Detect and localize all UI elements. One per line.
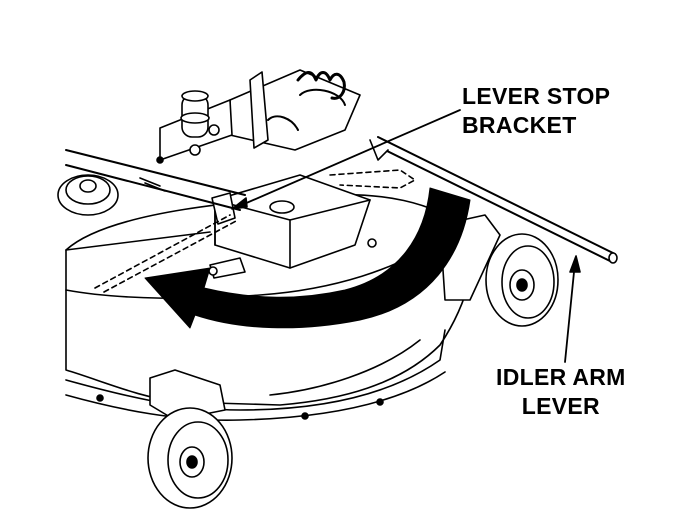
idler-arm-lever-label-line2: LEVER bbox=[521, 393, 600, 419]
lever-stop-bracket-body bbox=[208, 174, 377, 279]
left-gauge-wheel bbox=[147, 369, 233, 509]
lever-stop-bracket-label: LEVER STOP BRACKET bbox=[462, 82, 610, 140]
idler-arm-lever bbox=[369, 136, 618, 264]
tension-spring bbox=[267, 71, 346, 131]
leader-lines bbox=[231, 109, 581, 363]
rotation-arrow bbox=[144, 187, 471, 329]
lever-stop-bracket-label-line1: LEVER STOP bbox=[462, 83, 611, 109]
idler-arm-lever-label-line1: IDLER ARM bbox=[496, 364, 626, 390]
hidden-idler-path bbox=[94, 169, 416, 293]
lever-stop-bracket-label-line2: BRACKET bbox=[462, 112, 577, 138]
height-adjuster bbox=[180, 90, 220, 138]
right-gauge-wheel bbox=[439, 214, 559, 327]
belt-and-pulley bbox=[57, 149, 246, 251]
idler-arm-lever-label: IDLER ARM LEVER bbox=[496, 363, 626, 421]
